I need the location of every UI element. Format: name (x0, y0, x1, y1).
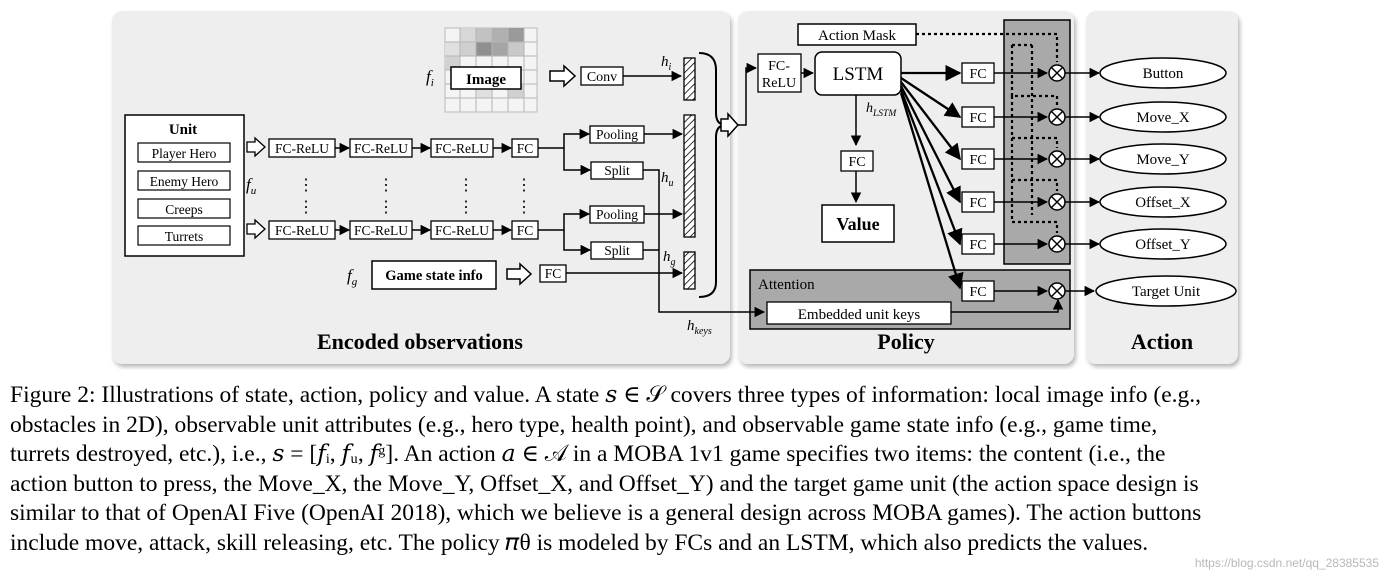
fg-symbol: fg (347, 266, 358, 288)
pool-split-group (538, 125, 766, 318)
unit-type-list (137, 142, 231, 246)
fc-value-box (840, 150, 874, 172)
unit-type-creeps: Creeps (165, 202, 203, 217)
vdots-2b: ⋮ (378, 199, 394, 216)
action-move-x: Move_X (1136, 110, 1189, 126)
value-label: Value (836, 214, 879, 234)
fc-head-boxes (961, 62, 995, 302)
vdots-1a: ⋮ (298, 177, 314, 194)
fc-head-button: FC (969, 67, 986, 82)
action-button: Button (1143, 66, 1184, 82)
unit-title: Unit (169, 122, 197, 138)
watermark: https://blog.csdn.net/qq_28385535 (1194, 556, 1379, 570)
fc-relu-bottom-3: FC-ReLU (435, 223, 489, 238)
fi-symbol: fi (426, 67, 434, 89)
mask-multiply-region (1003, 19, 1071, 265)
unit-type-turrets: Turrets (165, 229, 204, 244)
fc-relu-bottom-1: FC-ReLU (275, 223, 329, 238)
pooling-top: Pooling (596, 127, 638, 142)
panel-title-encoded: Encoded observations (317, 329, 523, 354)
arrow-concat-fcrelu (738, 62, 758, 126)
multiply-to-action-arrows (1065, 67, 1101, 297)
mask-dotted-lines (916, 32, 1059, 233)
action-ellipses (1095, 57, 1237, 307)
hollow-arrow-concat (720, 112, 740, 138)
embedded-unit-keys-box (766, 301, 952, 325)
hollow-arrow-game-state (506, 262, 533, 286)
policy-fc-relu-line2: ReLU (762, 76, 796, 91)
conv-label: Conv (587, 70, 617, 85)
vdots-3b: ⋮ (458, 199, 474, 216)
game-state-info-label: Game state info (385, 268, 482, 284)
vdots-3a: ⋮ (458, 177, 474, 194)
fc-head-offset-x: FC (969, 196, 986, 211)
hu-vector (683, 114, 696, 238)
fc-game-state: FC (545, 266, 562, 281)
fc-relu-top-1: FC-ReLU (275, 141, 329, 156)
lstm-fanout-arrows (899, 64, 964, 290)
fc-chain-bottom (246, 218, 539, 240)
fu-symbol: fu (246, 175, 257, 197)
figure-caption: Figure 2: Illustrations of state, action… (10, 381, 1360, 559)
fc-head-move-x: FC (969, 111, 986, 126)
panel-title-policy: Policy (877, 329, 934, 354)
policy-fc-relu-line1: FC- (768, 59, 790, 74)
fc-bottom: FC (517, 223, 534, 238)
image-label: Image (466, 72, 506, 88)
fc-head-offset-y: FC (969, 238, 986, 253)
attention-label: Attention (758, 277, 815, 293)
hollow-arrow-image (549, 64, 577, 88)
caption-line-2: obstacles in 2D), observable unit attrib… (10, 411, 1158, 438)
caption-line-6: include move, attack, skill releasing, e… (10, 529, 1149, 556)
lstm-label: LSTM (833, 64, 884, 85)
vdots-4b: ⋮ (516, 199, 532, 216)
caption-line-4: action button to press, the Move_X, the … (10, 470, 1199, 497)
pooling-bottom: Pooling (596, 207, 638, 222)
vdots-1b: ⋮ (298, 199, 314, 216)
embedded-unit-keys-label: Embedded unit keys (798, 307, 921, 323)
fc-value: FC (848, 155, 865, 170)
diagram-svg: Encoded observations Policy Action (112, 11, 1238, 364)
hu-symbol: hu (661, 170, 674, 189)
hlstm-symbol: hLSTM (866, 101, 897, 119)
hi-symbol: hi (661, 54, 672, 73)
hg-vector (683, 251, 696, 290)
fc-relu-bottom-2: FC-ReLU (354, 223, 408, 238)
hg-symbol: hg (663, 249, 676, 268)
game-state-info-box (371, 260, 497, 290)
unit-type-player-hero: Player Hero (152, 146, 217, 161)
split-bottom: Split (604, 243, 630, 258)
caption-line-3: turrets destroyed, etc.), i.e., 𝑠 = [𝑓ᵢ,… (10, 441, 1166, 468)
fc-top: FC (517, 141, 534, 156)
arrow-keys-multiply (951, 298, 1064, 313)
panel-title-action: Action (1131, 329, 1193, 354)
caption-line-5: similar to that of OpenAI Five (OpenAI 2… (10, 500, 1202, 527)
hi-vector (683, 57, 696, 101)
fc-to-multiply-arrows (994, 67, 1049, 297)
value-box (821, 204, 895, 243)
fc-head-move-y: FC (969, 153, 986, 168)
hkeys-symbol: hkeys (687, 318, 712, 337)
unit-type-enemy-hero: Enemy Hero (150, 174, 219, 189)
image-grid (444, 27, 538, 113)
vdots-2a: ⋮ (378, 177, 394, 194)
multiply-crosses (1051, 67, 1063, 297)
fc-relu-top-2: FC-ReLU (354, 141, 408, 156)
action-target-unit: Target Unit (1132, 284, 1201, 300)
caption-line-1: Figure 2: Illustrations of state, action… (10, 382, 1202, 408)
action-offset-x: Offset_X (1135, 195, 1191, 211)
split-top: Split (604, 163, 630, 178)
action-offset-y: Offset_Y (1135, 237, 1191, 253)
vdots-4a: ⋮ (516, 177, 532, 194)
panel-encoded-observations (112, 11, 730, 364)
action-mask-label: Action Mask (818, 28, 896, 44)
fc-head-target: FC (969, 285, 986, 300)
action-move-y: Move_Y (1136, 152, 1189, 168)
fc-relu-top-3: FC-ReLU (435, 141, 489, 156)
